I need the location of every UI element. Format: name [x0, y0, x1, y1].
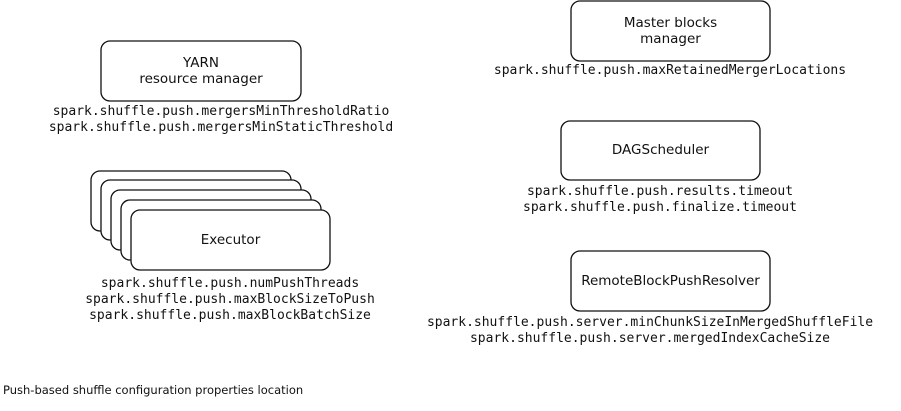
dag-box-label: DAGScheduler	[611, 142, 710, 158]
master-box-label: Master blocks manager	[571, 15, 770, 47]
property-line: spark.shuffle.push.maxBlockBatchSize	[89, 308, 371, 323]
master-label-line1: Master blocks	[623, 15, 718, 31]
resolver-properties: spark.shuffle.push.server.minChunkSizeIn…	[400, 315, 900, 347]
property-line: spark.shuffle.push.maxBlockSizeToPush	[85, 292, 375, 307]
master-label-line2: manager	[640, 31, 701, 47]
property-line: spark.shuffle.push.mergersMinStaticThres…	[48, 120, 394, 135]
executor-box-label: Executor	[200, 232, 261, 248]
property-line: spark.shuffle.push.finalize.timeout	[523, 200, 797, 215]
diagram-caption: Push-based shuffle configuration propert…	[3, 383, 304, 397]
resolver-box-label: RemoteBlockPushResolver	[581, 273, 760, 289]
yarn-box	[100, 40, 302, 102]
executor-box	[130, 209, 331, 271]
yarn-label-line1: YARN	[183, 55, 219, 71]
property-line: spark.shuffle.push.results.timeout	[526, 184, 794, 199]
property-line: spark.shuffle.push.maxRetainedMergerLoca…	[493, 63, 847, 78]
yarn-label-line2: resource manager	[139, 71, 263, 87]
yarn-properties: spark.shuffle.push.mergersMinThresholdRa…	[21, 104, 421, 136]
property-line: spark.shuffle.push.mergersMinThresholdRa…	[52, 104, 390, 119]
property-line: spark.shuffle.push.server.minChunkSizeIn…	[426, 315, 874, 330]
dag-scheduler-box	[560, 120, 761, 181]
master-properties: spark.shuffle.push.maxRetainedMergerLoca…	[460, 63, 880, 79]
dag-properties: spark.shuffle.push.results.timeout spark…	[490, 184, 830, 216]
property-line: spark.shuffle.push.numPushThreads	[100, 276, 360, 291]
master-blocks-manager-box	[570, 0, 771, 62]
yarn-box-label: YARN resource manager	[101, 55, 301, 87]
property-line: spark.shuffle.push.server.mergedIndexCac…	[469, 331, 831, 346]
remote-block-push-resolver-box	[570, 250, 771, 312]
executor-properties: spark.shuffle.push.numPushThreads spark.…	[60, 276, 400, 324]
